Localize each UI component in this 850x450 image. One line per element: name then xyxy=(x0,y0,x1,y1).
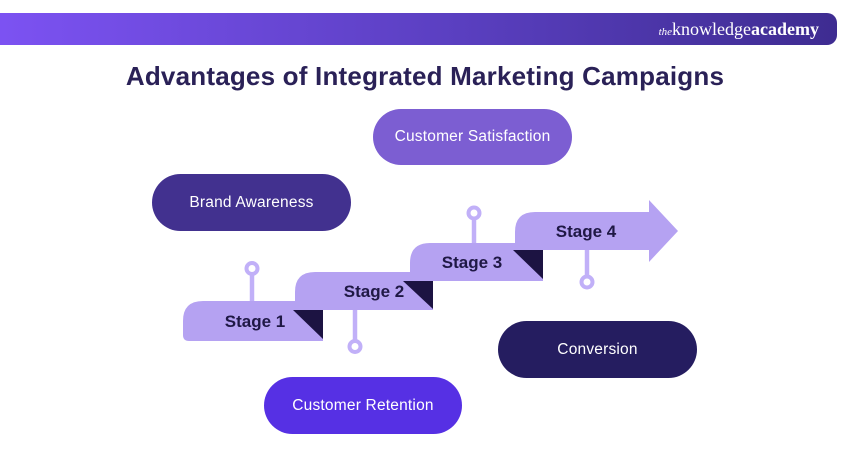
logo-academy: academy xyxy=(751,19,819,39)
header-banner: theknowledgeacademy xyxy=(0,13,837,45)
logo-the: the xyxy=(658,26,673,38)
stage-3-pin-icon xyxy=(466,205,482,243)
pill-customer-satisfaction: Customer Satisfaction xyxy=(373,109,572,165)
stage-3-ribbon xyxy=(410,243,543,281)
logo-knowledge: knowledge xyxy=(672,19,752,39)
pill-conversion: Conversion xyxy=(498,321,697,378)
stage-3-fold-icon xyxy=(513,250,543,279)
stage-4-label: Stage 4 xyxy=(556,222,617,241)
stage-2-pin-icon xyxy=(347,310,363,354)
stage-1-fold-icon xyxy=(293,310,323,339)
knowledge-academy-logo: theknowledgeacademy xyxy=(659,20,819,38)
stage-1-ribbon xyxy=(183,301,323,341)
stage-2-label: Stage 2 xyxy=(344,282,404,301)
pill-brand-awareness: Brand Awareness xyxy=(152,174,351,231)
pill-customer-retention: Customer Retention xyxy=(264,377,462,434)
page-title: Advantages of Integrated Marketing Campa… xyxy=(125,61,725,91)
stage-3-label: Stage 3 xyxy=(442,253,502,272)
stage-4-pin-icon xyxy=(579,250,595,290)
stage-1-label: Stage 1 xyxy=(225,312,285,331)
stage-2-fold-icon xyxy=(403,281,433,309)
stage-2-ribbon xyxy=(295,272,433,310)
stage-1-pin-icon xyxy=(244,261,260,301)
stage-4-ribbon-arrow xyxy=(515,200,678,262)
